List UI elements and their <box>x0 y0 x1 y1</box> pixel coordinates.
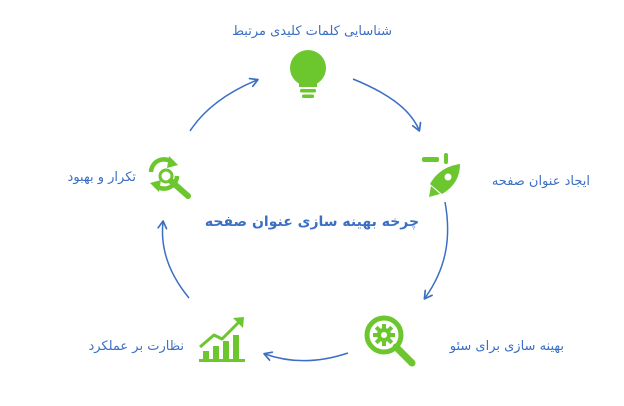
refresh-search-icon <box>140 150 194 200</box>
lightbulb-icon <box>287 49 329 101</box>
arrow-step5-to-step1 <box>189 77 259 132</box>
step-label-iterate: تکرار و بهبود <box>67 170 136 185</box>
magnifier-gear-icon <box>362 313 416 367</box>
arrow-step1-to-step2 <box>352 78 422 132</box>
growth-chart-icon <box>197 313 249 363</box>
arrow-step4-to-step5 <box>157 220 190 299</box>
step-label-monitor: نظارت بر عملکرد <box>88 339 184 354</box>
diagram-title: چرخه بهینه سازی عنوان صفحه <box>204 214 420 230</box>
step-label-keywords: شناسایی کلمات کلیدی مرتبط <box>231 24 393 39</box>
step-label-create-title: ایجاد عنوان صفحه <box>491 174 590 189</box>
rocket-icon <box>420 152 468 198</box>
arrow-step3-to-step4 <box>263 351 349 362</box>
arrow-step2-to-step3 <box>423 201 449 300</box>
step-label-seo-optimize: بهینه سازی برای سئو <box>449 339 564 354</box>
